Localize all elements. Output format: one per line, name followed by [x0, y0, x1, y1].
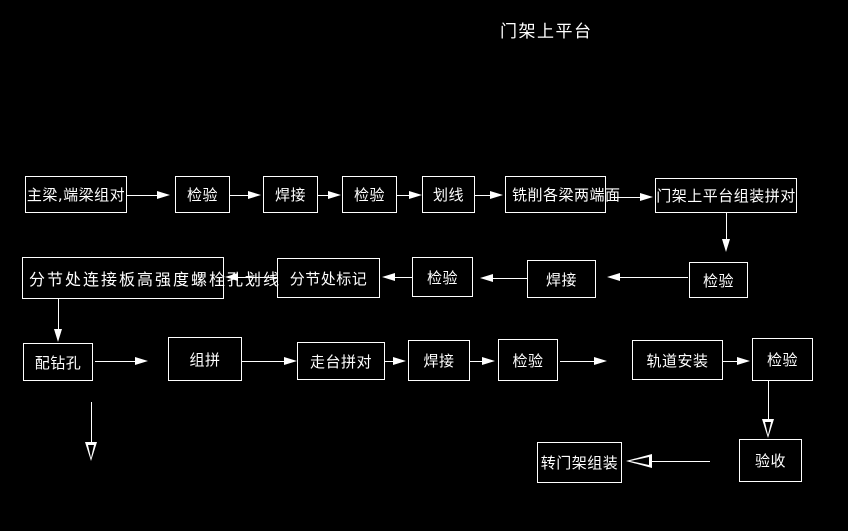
node-joint-plate-bolt-hole-scribing: 分节处连接板高强度螺栓孔划线 [22, 257, 279, 299]
arrow-inspect5-to-rail [560, 357, 607, 365]
node-scribe-lines: 划线 [422, 176, 475, 213]
arrow-mill-to-platform [612, 193, 653, 201]
node-weld-1: 焊接 [263, 176, 318, 213]
arrow-scribe-to-mill [475, 191, 503, 199]
arrow-drill-to-group [95, 357, 148, 365]
arrow-walkway-to-weld3 [385, 357, 406, 365]
arrow-bolthole-down-drill [54, 299, 62, 342]
arrow-inspect6-down-acceptance [762, 381, 774, 438]
node-rail-installation: 轨道安装 [632, 340, 723, 380]
arrow-inspect2-to-scribe [397, 191, 422, 199]
arrow-weld2-to-inspect3 [480, 274, 527, 282]
node-acceptance: 验收 [739, 439, 802, 482]
node-weld-3: 焊接 [408, 340, 470, 381]
arrow-inspect4-to-weld2 [607, 273, 688, 281]
node-group-assembly: 组拼 [168, 337, 242, 381]
arrow-acceptance-to-rotating [626, 454, 710, 468]
diagram-title: 门架上平台 [500, 22, 593, 42]
arrow-group-to-walkway [242, 357, 297, 365]
node-walkway-pairing: 走台拼对 [297, 342, 385, 380]
node-platform-assembly-pairing: 门架上平台组装拼对 [655, 178, 797, 213]
arrow-inspect1-to-weld1 [230, 191, 261, 199]
node-weld-2: 焊接 [527, 260, 596, 298]
arrow-inspect3-to-marking [382, 273, 412, 281]
node-inspect-2: 检验 [342, 176, 397, 213]
node-inspect-1: 检验 [175, 176, 230, 213]
arrow-marking-to-bolthole [225, 273, 277, 281]
arrow-rail-to-inspect6 [723, 357, 750, 365]
node-inspect-3: 检验 [412, 257, 473, 297]
node-inspect-4: 检验 [689, 262, 748, 298]
node-mill-beam-ends: 铣削各梁两端面 [505, 176, 620, 213]
arrow-platform-down-inspect4 [722, 213, 730, 252]
node-main-end-beam-pairing: 主梁,端梁组对 [25, 176, 127, 213]
node-rotating-gantry-assembly: 转门架组装 [537, 442, 622, 483]
arrow-weld1-to-inspect2 [318, 191, 341, 199]
arrow-weld3-to-inspect5 [470, 357, 495, 365]
node-drill-matching-holes: 配钻孔 [23, 343, 93, 381]
arrow-mainbeam-to-inspect1 [127, 191, 170, 199]
node-joint-marking: 分节处标记 [277, 258, 380, 298]
arrow-drill-down-continuation [85, 402, 97, 461]
node-inspect-6: 检验 [752, 338, 813, 381]
node-inspect-5: 检验 [498, 339, 558, 381]
